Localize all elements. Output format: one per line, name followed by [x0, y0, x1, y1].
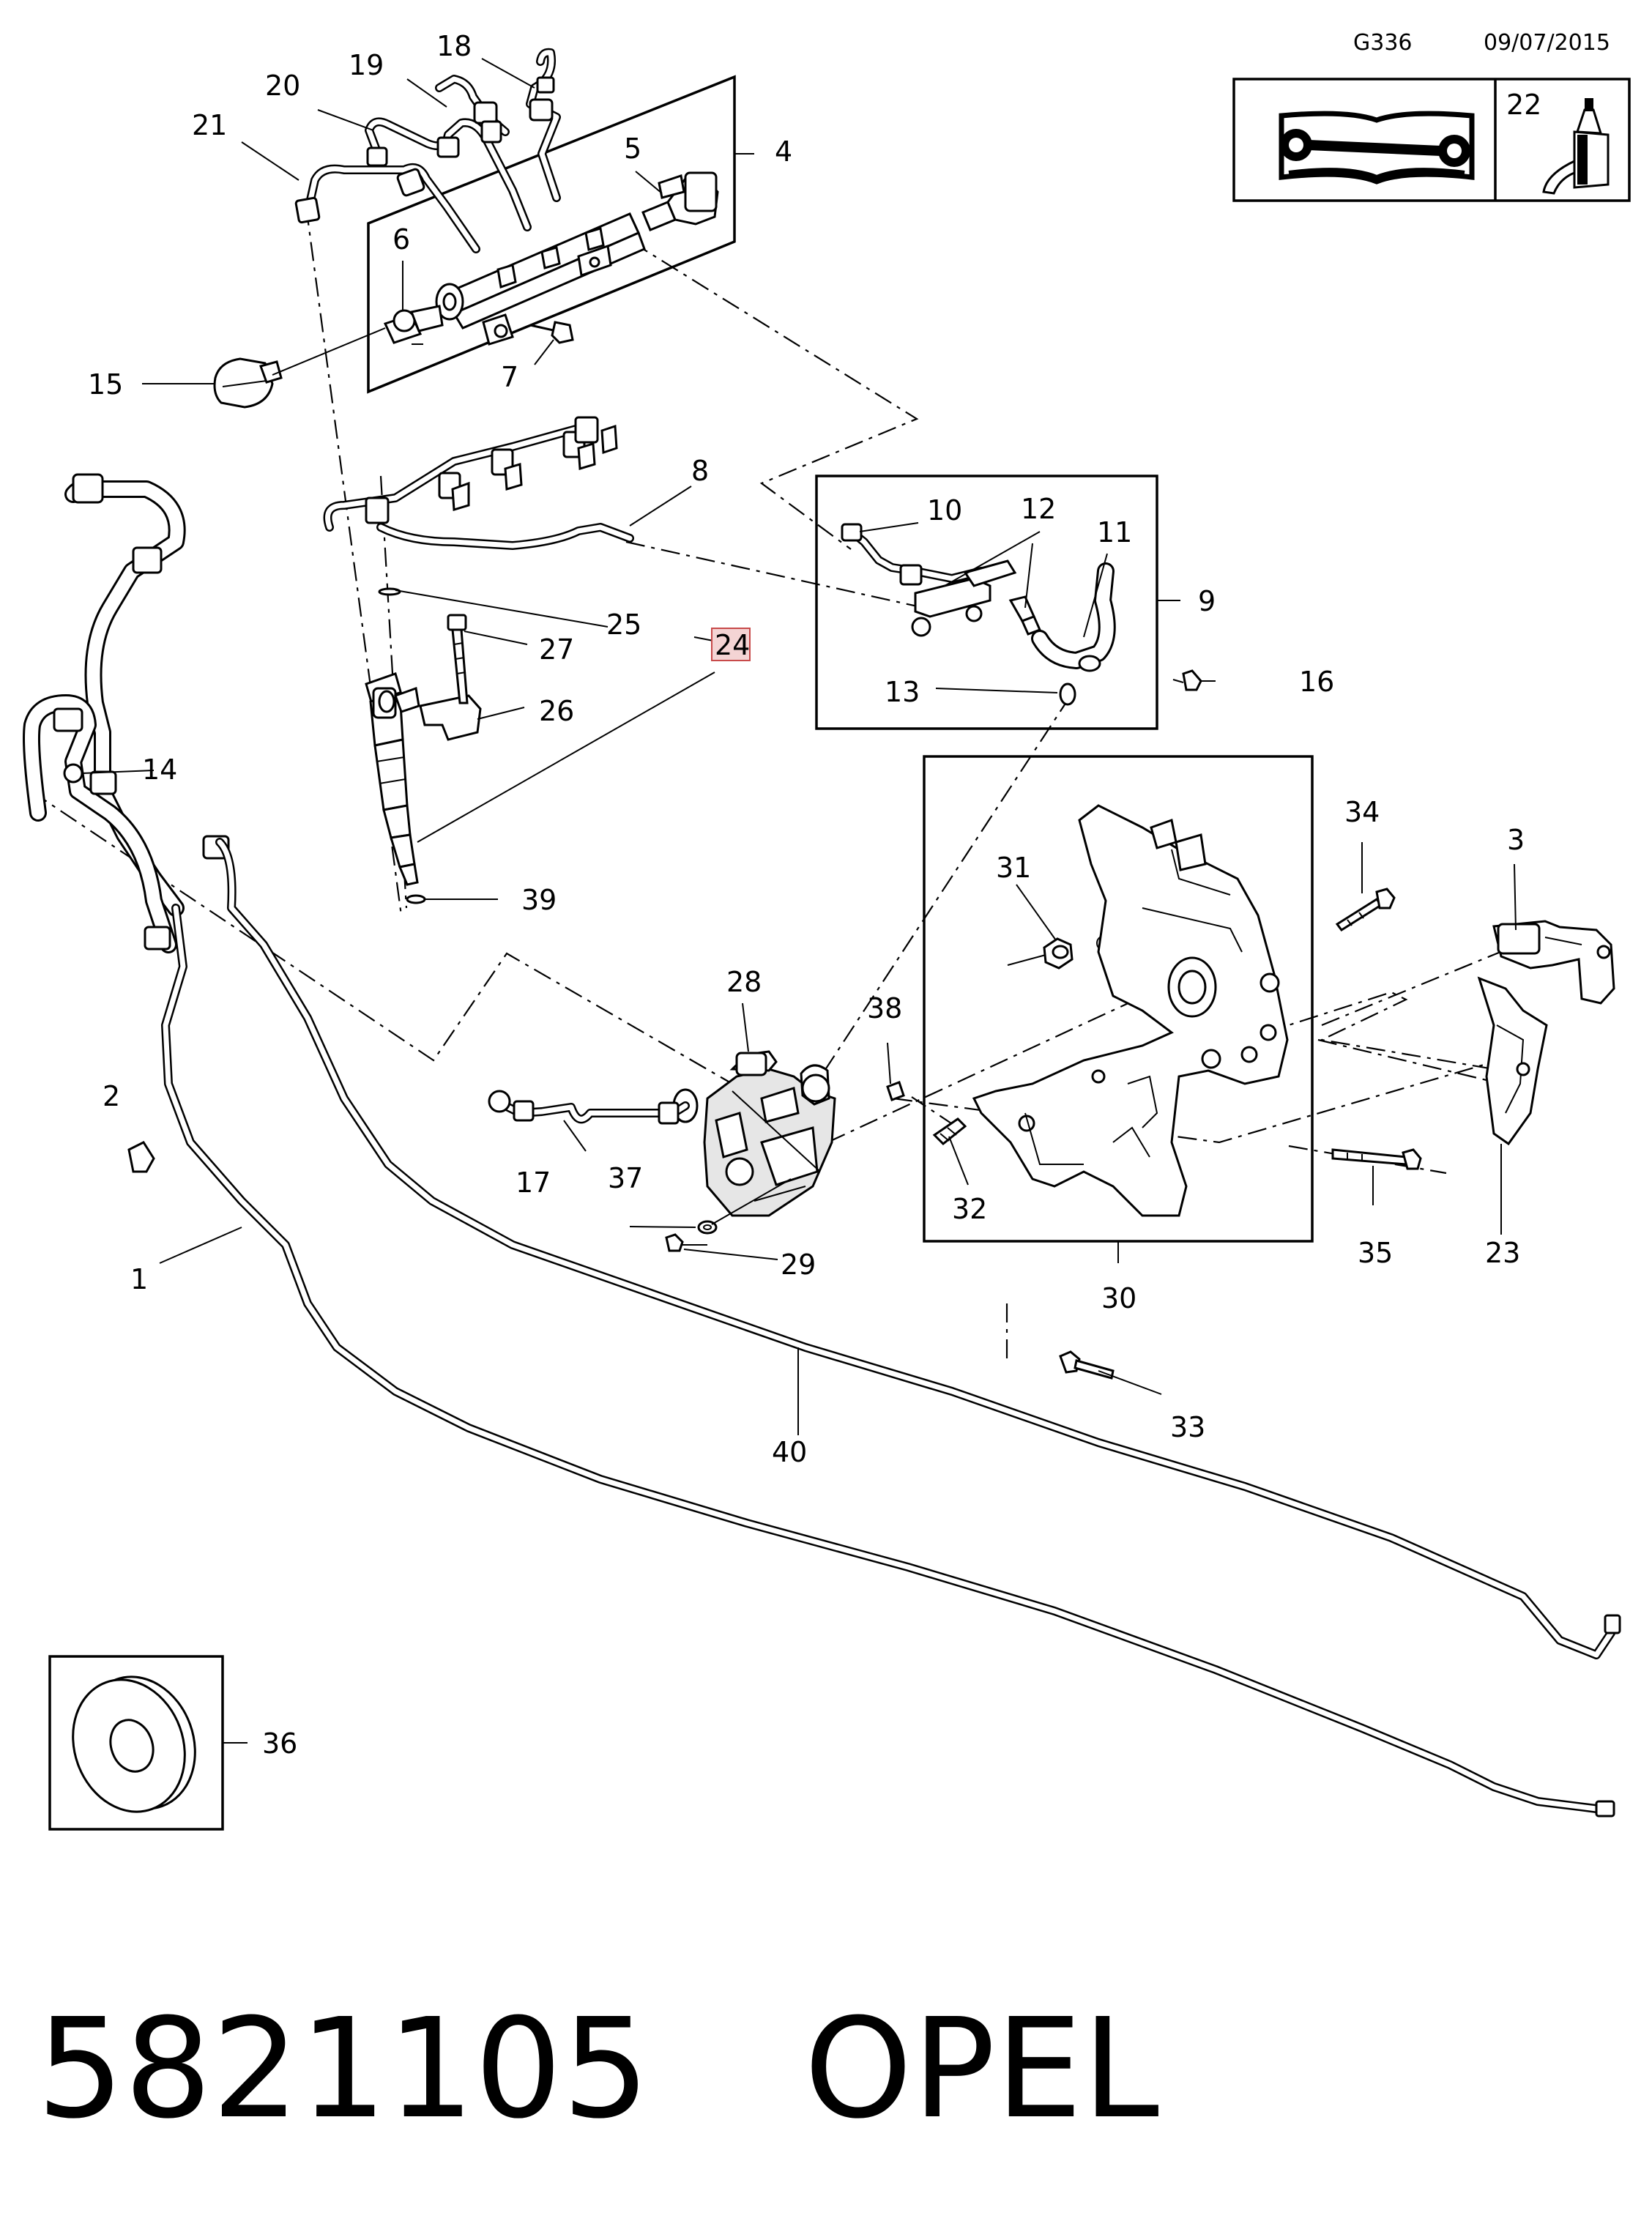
high-pressure-pump	[672, 1050, 836, 1217]
injector-clamp	[419, 694, 482, 741]
bracket-bolt-bottom	[1059, 1350, 1115, 1380]
leak-off-hose	[323, 416, 634, 550]
callout-14: 14	[142, 754, 177, 786]
callout-7: 7	[501, 361, 518, 393]
fuel-hoses	[23, 473, 230, 953]
callout-9: 9	[1198, 585, 1216, 617]
callout-1: 1	[130, 1263, 148, 1295]
bracket-bolt-lower	[1331, 1148, 1422, 1170]
heat-shield	[1477, 976, 1548, 1146]
callout-26: 26	[539, 695, 574, 727]
injector-clamp-bolt	[447, 614, 469, 704]
fuel-injector	[365, 672, 420, 886]
callout-40: 40	[772, 1436, 807, 1468]
callout-33: 33	[1170, 1411, 1205, 1443]
diagram-date: 09/07/2015	[1484, 30, 1610, 56]
callout-29: 29	[781, 1249, 816, 1281]
sealant-bottle-icon	[1542, 98, 1610, 195]
callout-27: 27	[539, 633, 574, 666]
leader-lines	[81, 58, 1517, 1435]
rail-bolt	[529, 321, 574, 344]
injector-washer	[406, 894, 426, 904]
callout-23: 23	[1485, 1237, 1520, 1269]
callout-12: 12	[1021, 493, 1056, 525]
injector-seal-ring	[378, 587, 401, 596]
fuel-return-line-long	[161, 904, 1615, 1818]
callout-25: 25	[606, 609, 641, 641]
callout-34: 34	[1344, 796, 1380, 828]
callout-4: 4	[775, 135, 792, 168]
callout-2: 2	[103, 1080, 120, 1112]
callout-24: 24	[715, 629, 750, 661]
pressure-regulator-valve	[383, 305, 444, 344]
callout-19: 19	[349, 49, 384, 81]
fuel-rail	[435, 212, 646, 346]
highlight-24-box	[711, 628, 751, 661]
sealing-washer-detail	[72, 1675, 196, 1813]
callout-38: 38	[867, 992, 902, 1024]
return-pipe-assembly	[841, 523, 1202, 706]
pump-feed-pipe	[488, 1090, 690, 1125]
bracket-nut	[1043, 937, 1074, 970]
callout-36: 36	[262, 1727, 297, 1760]
callout-20: 20	[265, 70, 300, 102]
callout-15: 15	[88, 368, 123, 401]
dowel-pin	[886, 1081, 905, 1101]
callout-8: 8	[691, 455, 709, 487]
assembly-lines	[30, 206, 1546, 1362]
pump-stud	[932, 1117, 967, 1146]
callout-30: 30	[1101, 1282, 1136, 1314]
pressure-sensor	[641, 171, 719, 231]
sensor-bracket	[1492, 920, 1615, 1005]
callout-32: 32	[952, 1193, 987, 1225]
callout-13: 13	[885, 676, 920, 708]
fuel-feed-line-long	[215, 838, 1621, 1659]
callout-22: 22	[1506, 89, 1541, 121]
book-wrench-icon	[1279, 111, 1475, 185]
callout-37: 37	[608, 1162, 643, 1194]
line-clip	[127, 1141, 155, 1173]
callout-5: 5	[624, 133, 641, 165]
callout-17: 17	[516, 1167, 551, 1199]
legend-box: 22	[1232, 78, 1631, 202]
pump-bracket	[972, 804, 1289, 1217]
diagram-code: G336	[1353, 30, 1413, 56]
callouts: 1 2 3 4 5 6 7 8 9 10 11 12 13 14 15 16 1…	[88, 30, 1525, 1760]
callout-21: 21	[192, 109, 227, 141]
callout-10: 10	[927, 494, 962, 527]
injector-pipes	[294, 48, 561, 253]
callout-11: 11	[1097, 516, 1132, 548]
callout-16: 16	[1299, 666, 1334, 698]
bracket-bolt-upper	[1335, 888, 1396, 932]
callout-3: 3	[1507, 824, 1525, 856]
part-number: 5821105	[37, 1989, 650, 2149]
callout-39: 39	[521, 884, 557, 916]
return-pipe-frame	[815, 475, 1158, 730]
hose-clamp	[63, 763, 83, 784]
callout-18: 18	[436, 30, 472, 62]
callout-35: 35	[1358, 1237, 1393, 1269]
brand-name: OPEL	[804, 1989, 1159, 2149]
callout-31: 31	[996, 852, 1031, 884]
callout-28: 28	[726, 966, 762, 998]
callout-6: 6	[392, 223, 410, 256]
connector-clip	[213, 357, 283, 409]
pump-bolt	[665, 1233, 684, 1252]
